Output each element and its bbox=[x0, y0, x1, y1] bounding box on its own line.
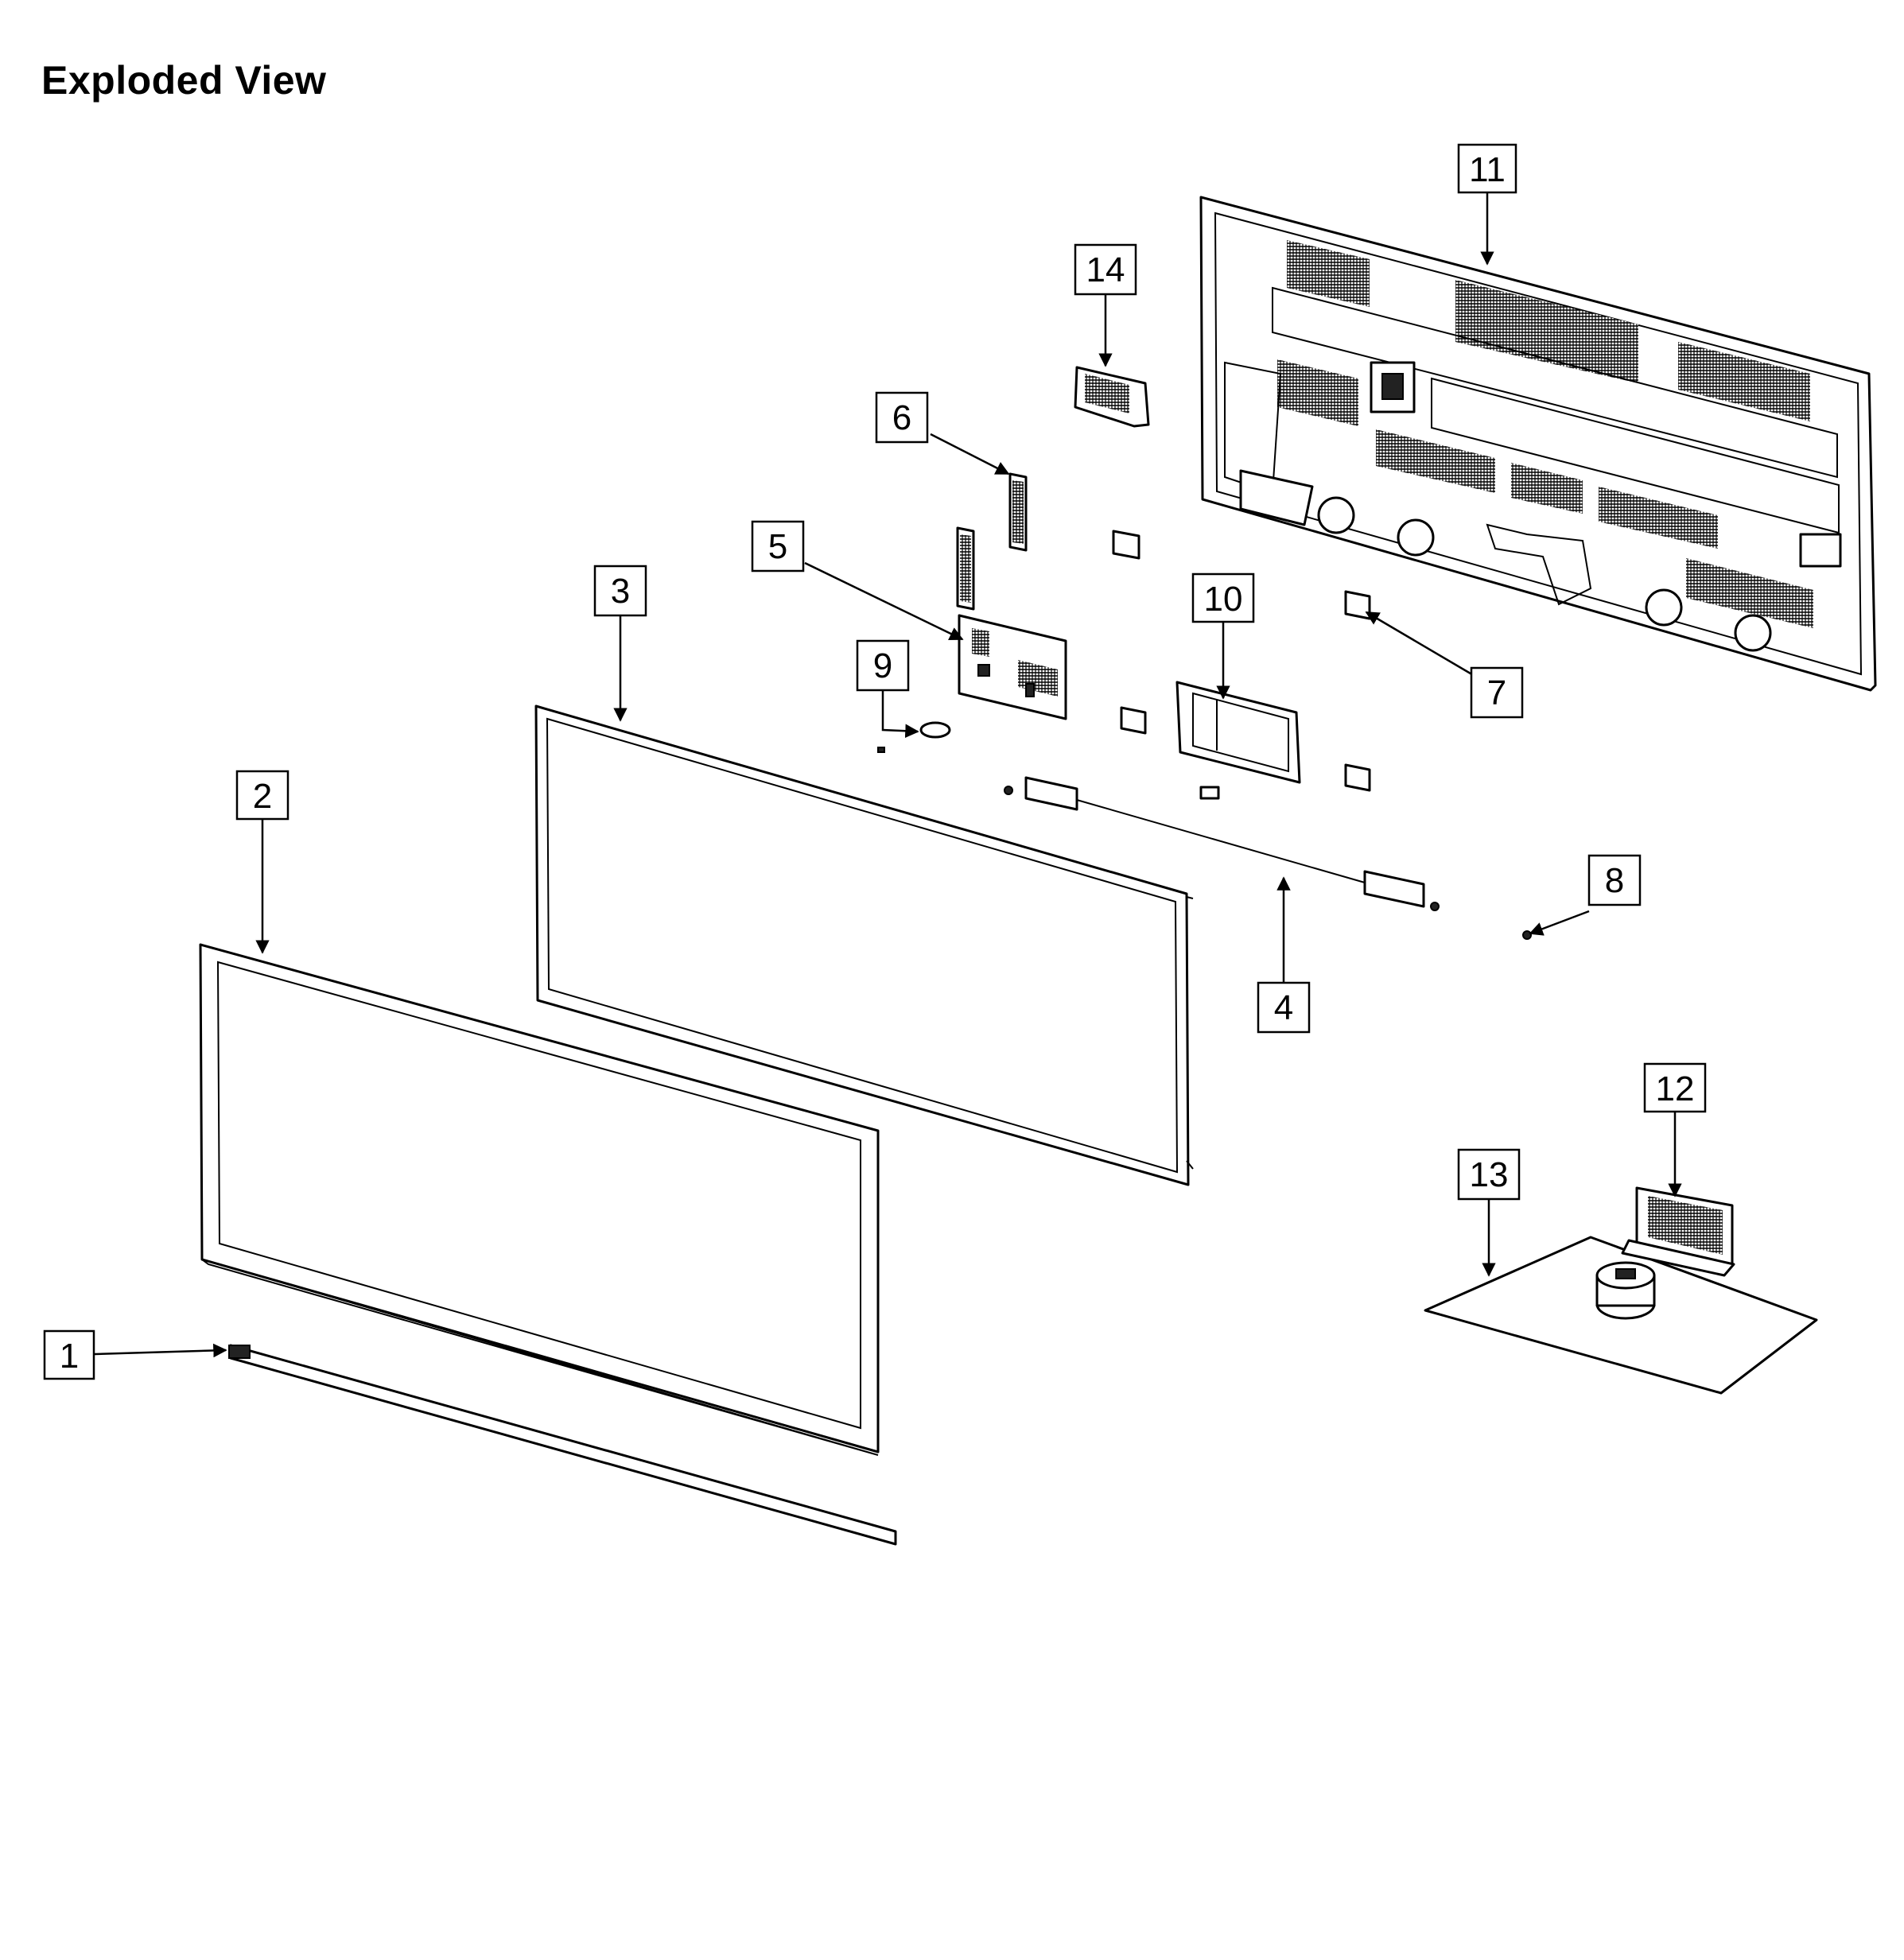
svg-text:6: 6 bbox=[892, 398, 911, 437]
callout-12: 12 bbox=[1643, 1062, 1707, 1113]
svg-text:9: 9 bbox=[873, 646, 892, 685]
function-module-part-4 bbox=[1004, 776, 1440, 911]
svg-text:12: 12 bbox=[1656, 1069, 1695, 1108]
stand-bracket-part-10 bbox=[1175, 681, 1301, 800]
svg-text:14: 14 bbox=[1086, 250, 1125, 289]
callout-6: 6 bbox=[875, 391, 929, 444]
svg-text:13: 13 bbox=[1470, 1155, 1509, 1194]
callout-7: 7 bbox=[1470, 666, 1524, 719]
callout-8: 8 bbox=[1587, 854, 1642, 906]
callout-5: 5 bbox=[751, 520, 805, 572]
svg-text:3: 3 bbox=[611, 572, 630, 611]
svg-text:10: 10 bbox=[1204, 580, 1243, 619]
svg-text:11: 11 bbox=[1469, 150, 1506, 189]
svg-text:8: 8 bbox=[1605, 861, 1624, 900]
svg-text:7: 7 bbox=[1487, 673, 1506, 712]
callout-14: 14 bbox=[1074, 243, 1137, 296]
front-bezel-part-2 bbox=[199, 943, 880, 1456]
speaker-strip-part-6 bbox=[956, 472, 1028, 611]
svg-text:1: 1 bbox=[60, 1337, 79, 1376]
svg-text:5: 5 bbox=[768, 527, 787, 566]
clip-part-7 bbox=[1112, 530, 1371, 792]
svg-text:2: 2 bbox=[253, 777, 272, 816]
callout-1: 1 bbox=[43, 1329, 95, 1380]
bracket-part-14 bbox=[1074, 366, 1150, 428]
page-title: Exploded View bbox=[41, 58, 327, 103]
stand-neck-part-12 bbox=[1621, 1186, 1735, 1277]
leader-lines bbox=[69, 192, 1682, 1358]
screw-part-8 bbox=[1522, 930, 1532, 940]
callout-13: 13 bbox=[1457, 1148, 1521, 1201]
main-board-part-5 bbox=[958, 614, 1067, 720]
callout-10: 10 bbox=[1191, 572, 1255, 623]
callout-4: 4 bbox=[1257, 981, 1311, 1034]
svg-text:4: 4 bbox=[1274, 988, 1293, 1027]
cable-part-9 bbox=[877, 721, 951, 753]
callout-3: 3 bbox=[593, 565, 647, 617]
display-panel-part-3 bbox=[534, 704, 1194, 1186]
stand-base-part-13 bbox=[1424, 1236, 1818, 1395]
callout-2: 2 bbox=[235, 770, 289, 821]
bottom-strip-part-1 bbox=[228, 1344, 897, 1546]
callout-9: 9 bbox=[856, 639, 910, 692]
callout-11: 11 bbox=[1457, 143, 1517, 194]
rear-cover-part bbox=[1199, 196, 1877, 692]
